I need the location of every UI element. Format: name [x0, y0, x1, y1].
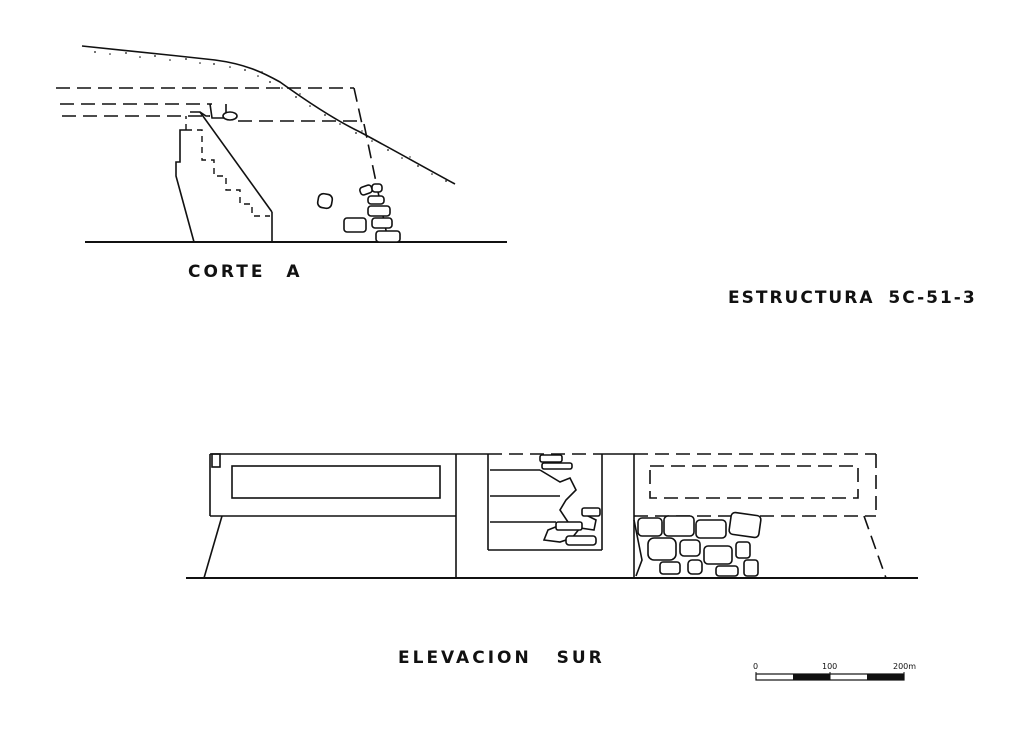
terrain-profile	[81, 45, 456, 185]
south-elevation-drawing	[186, 453, 918, 579]
scale-tick-label: 100	[822, 662, 838, 671]
scale-bar	[755, 672, 905, 681]
terrain-stipple	[94, 51, 447, 182]
elevation-label: ELEVACION SUR	[398, 648, 605, 668]
structure-label: ESTRUCTURA 5C-51-3	[728, 288, 977, 308]
section-label: CORTE A	[188, 262, 303, 282]
scale-tick-label: 200m	[893, 662, 917, 671]
scale-tick-label: 0	[753, 662, 759, 671]
masonry-stones	[633, 511, 762, 577]
section-a-drawing	[56, 45, 507, 243]
